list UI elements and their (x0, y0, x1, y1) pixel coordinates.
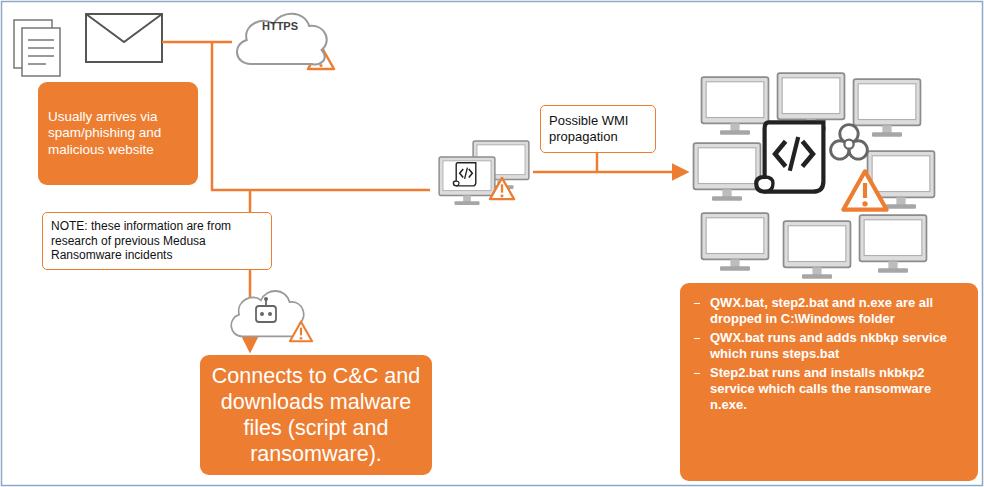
process-box: QWX.bat, step2.bat and n.exe are all dro… (680, 283, 978, 481)
cloud-label: HTTPS (228, 6, 332, 68)
process-box: Connects to C&C and downloads malware fi… (200, 355, 432, 475)
infected-computer-icon (439, 141, 529, 205)
node-text: NOTE: these information are from researc… (51, 219, 263, 262)
node-text: Connects to C&C and downloads malware fi… (210, 363, 422, 467)
note-box: NOTE: these information are from researc… (42, 212, 272, 270)
email-icon (14, 14, 162, 76)
node-text: Usually arrives via spam/phishing and ma… (48, 109, 188, 158)
node-text: QWX.bat, step2.bat and n.exe are all dro… (710, 295, 966, 326)
flow-line (162, 42, 686, 350)
node-text: QWX.bat runs and adds nkbkp service whic… (710, 330, 966, 361)
cloud-shape (228, 6, 332, 68)
node-text: Step2.bat runs and installs nkbkp2 servi… (710, 365, 966, 412)
node-text: HTTPS (228, 20, 332, 33)
network-computers-icon (694, 73, 935, 279)
node-text: Possible WMI propagation (549, 113, 647, 144)
cloud-server-icon (231, 291, 312, 341)
propagation-label: Possible WMI propagation (540, 105, 656, 153)
entry-box: Usually arrives via spam/phishing and ma… (38, 82, 198, 185)
